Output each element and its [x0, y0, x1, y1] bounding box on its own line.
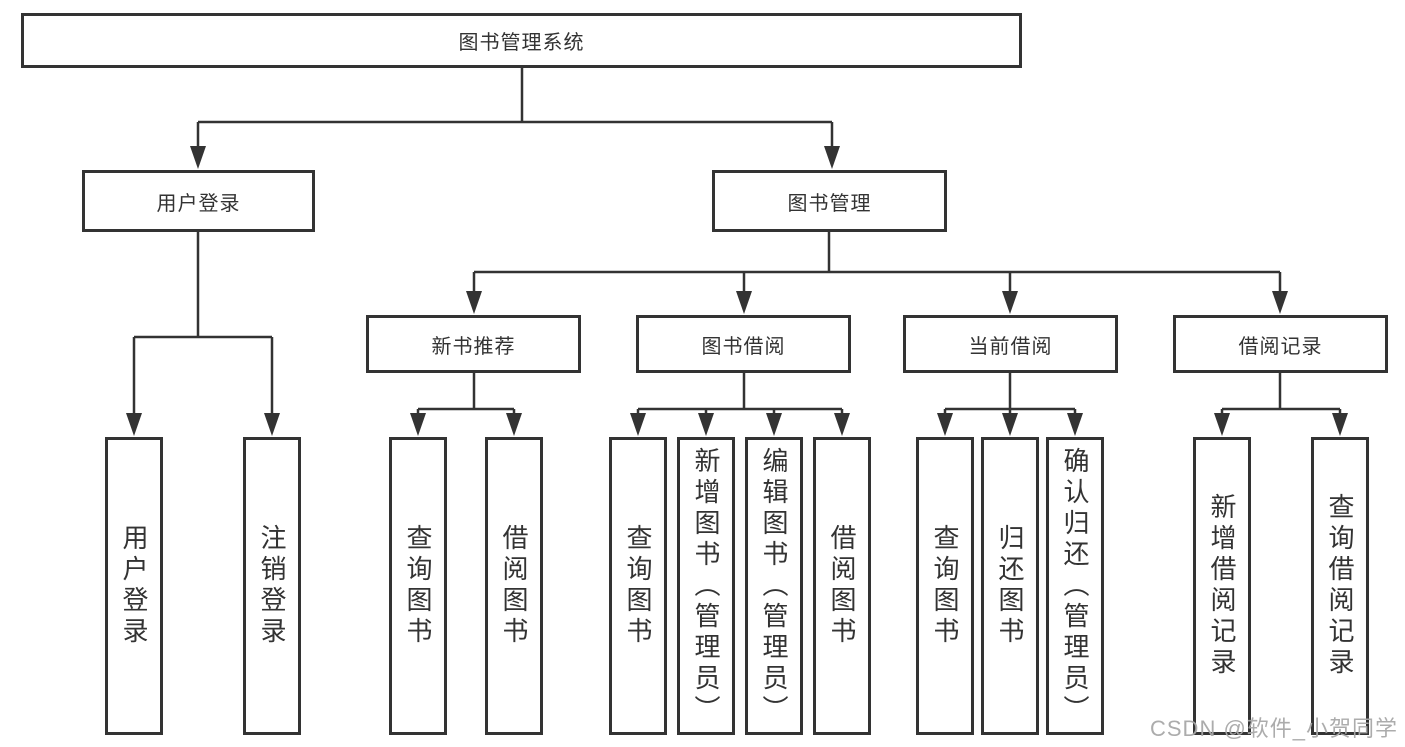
leaf-borrow-query: 查询图书 — [609, 437, 667, 735]
leaf-records-query-label: 查询借阅记录 — [1325, 493, 1355, 679]
leaf-current-query: 查询图书 — [916, 437, 974, 735]
connector-bookmgmt-to-level3 — [472, 232, 1282, 292]
leaf-borrow-query-label: 查询图书 — [623, 524, 653, 648]
leaf-borrow-edit-admin-label: 编辑图书（管理员） — [759, 446, 789, 726]
arrowheads-currentborrow-leaves — [937, 413, 1083, 436]
leaf-borrow-add-admin: 新增图书（管理员） — [677, 437, 735, 735]
connector-currentborrow-to-leaves — [943, 373, 1077, 414]
leaf-current-query-label: 查询图书 — [930, 524, 960, 648]
node-root-system: 图书管理系统 — [21, 13, 1022, 68]
arrowheads-level2 — [190, 146, 840, 169]
node-current-borrow: 当前借阅 — [903, 315, 1118, 373]
leaf-current-return-label: 归还图书 — [995, 524, 1025, 648]
leaf-newbooks-query: 查询图书 — [389, 437, 447, 735]
arrowheads-bookborrow-leaves — [630, 413, 850, 436]
leaf-logout-label: 注销登录 — [257, 524, 287, 648]
leaf-records-add-label: 新增借阅记录 — [1207, 493, 1237, 679]
leaf-user-login-label: 用户登录 — [119, 524, 149, 648]
node-book-management: 图书管理 — [712, 170, 947, 232]
leaf-borrow-book: 借阅图书 — [813, 437, 871, 735]
csdn-watermark: CSDN @软件_小贺同学 — [1150, 716, 1399, 741]
leaf-current-confirm-admin: 确认归还（管理员） — [1046, 437, 1104, 735]
node-new-book-recommend: 新书推荐 — [366, 315, 581, 373]
node-user-login: 用户登录 — [82, 170, 315, 232]
arrowheads-borrowrecords-leaves — [1214, 413, 1348, 436]
leaf-borrow-book-label: 借阅图书 — [827, 524, 857, 648]
arrowheads-level3 — [466, 291, 1288, 314]
leaf-user-login: 用户登录 — [105, 437, 163, 735]
connector-newbooks-to-leaves — [416, 373, 516, 414]
arrowheads-userlogin-leaves — [126, 413, 280, 436]
leaf-records-add: 新增借阅记录 — [1193, 437, 1251, 735]
leaf-current-confirm-admin-label: 确认归还（管理员） — [1060, 446, 1090, 726]
arrowheads-newbooks-leaves — [410, 413, 522, 436]
connector-borrowrecords-to-leaves — [1220, 373, 1342, 414]
node-book-borrow: 图书借阅 — [636, 315, 851, 373]
leaf-borrow-edit-admin: 编辑图书（管理员） — [745, 437, 803, 735]
connector-bookborrow-to-leaves — [636, 373, 844, 414]
leaf-logout: 注销登录 — [243, 437, 301, 735]
leaf-borrow-add-admin-label: 新增图书（管理员） — [691, 446, 721, 726]
connector-userlogin-to-leaves — [132, 232, 274, 414]
connector-root-to-level2 — [196, 68, 834, 147]
leaf-newbooks-query-label: 查询图书 — [403, 524, 433, 648]
leaf-newbooks-borrow-label: 借阅图书 — [499, 524, 529, 648]
leaf-records-query: 查询借阅记录 — [1311, 437, 1369, 735]
leaf-current-return: 归还图书 — [981, 437, 1039, 735]
node-borrow-records: 借阅记录 — [1173, 315, 1388, 373]
leaf-newbooks-borrow: 借阅图书 — [485, 437, 543, 735]
